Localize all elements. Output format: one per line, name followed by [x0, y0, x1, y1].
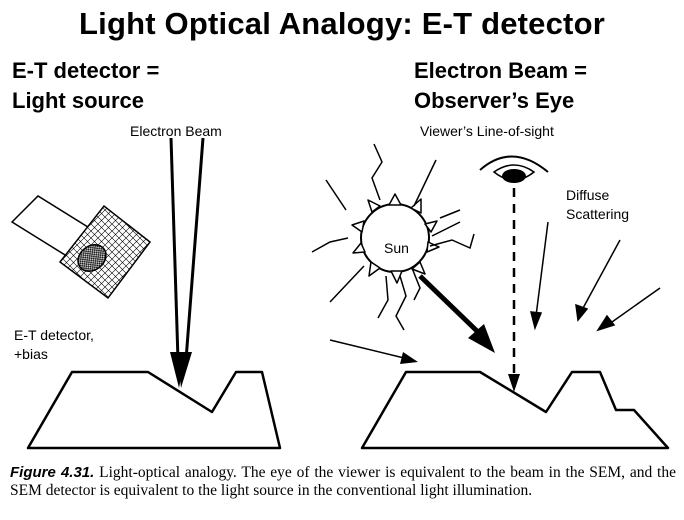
left-specimen — [26, 370, 282, 450]
figure-number: Figure 4.31. — [10, 464, 95, 481]
electron-beam-arrows — [169, 137, 205, 388]
line-of-sight-arrow — [508, 188, 520, 392]
diffuse-scattering-label-line2: Scattering — [566, 206, 630, 222]
caption-text: Light-optical analogy. The eye of the vi… — [10, 464, 676, 499]
left-heading: E-T detector = Light source — [12, 56, 159, 116]
observer-eye-icon — [479, 155, 549, 183]
analogy-diagram — [10, 137, 670, 450]
incident-light-arrow — [329, 339, 418, 364]
line-of-sight-label: Viewer’s Line-of-sight — [420, 123, 554, 139]
sun-flares — [311, 143, 475, 331]
figure-caption: Figure 4.31. Light-optical analogy. The … — [10, 464, 676, 500]
left-heading-line2: Light source — [12, 88, 145, 113]
sun-label: Sun — [384, 240, 409, 256]
et-detector-label-line1: E-T detector, — [14, 327, 94, 343]
et-detector-label: E-T detector, +bias — [14, 326, 94, 364]
right-heading: Electron Beam = Observer’s Eye — [414, 56, 587, 116]
scintillator-icon — [77, 244, 107, 272]
diffuse-scattering-arrows — [530, 221, 661, 332]
right-heading-line2: Observer’s Eye — [414, 88, 575, 113]
pupil — [502, 169, 526, 183]
left-heading-line1: E-T detector = — [12, 58, 160, 83]
sun-icon — [311, 143, 475, 331]
right-heading-line1: Electron Beam = — [414, 58, 588, 83]
sun-ray-arrow — [418, 274, 495, 353]
beam-line-right — [184, 137, 205, 361]
diffuse-scattering-label: Diffuse Scattering — [566, 186, 629, 224]
beam-arrowhead-right — [177, 352, 192, 388]
diffuse-scattering-label-line1: Diffuse — [566, 187, 610, 203]
right-specimen — [360, 370, 670, 450]
et-detector-label-line2: +bias — [14, 346, 48, 362]
electron-beam-label: Electron Beam — [130, 123, 222, 139]
beam-line-left — [169, 137, 180, 361]
figure-title: Light Optical Analogy: E-T detector — [79, 6, 605, 41]
et-detector-shape — [10, 195, 152, 300]
